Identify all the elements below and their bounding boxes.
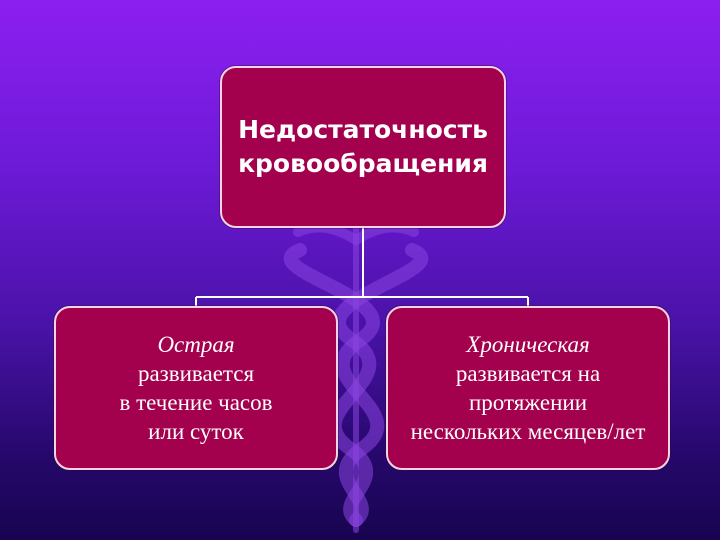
chronic-line-2: протяжении [468, 390, 588, 415]
chronic-heading: Хроническая [466, 332, 590, 357]
acute-line-3: или суток [148, 419, 244, 444]
chronic-line-3: нескольких месяцев/лет [410, 419, 646, 444]
root-title-line-1: Недостаточность [238, 115, 488, 144]
root-title-line-2: кровообращения [238, 149, 488, 178]
acute-line-2: в течение часов [119, 390, 273, 415]
acute-node: Острая развивается в течение часов или с… [54, 306, 338, 470]
chronic-node: Хроническая развивается на протяжении не… [386, 306, 670, 470]
chronic-line-1: развивается на [455, 361, 601, 386]
acute-line-1: развивается [137, 361, 255, 386]
acute-heading: Острая [157, 332, 235, 357]
root-node: Недостаточность кровообращения [220, 66, 506, 228]
